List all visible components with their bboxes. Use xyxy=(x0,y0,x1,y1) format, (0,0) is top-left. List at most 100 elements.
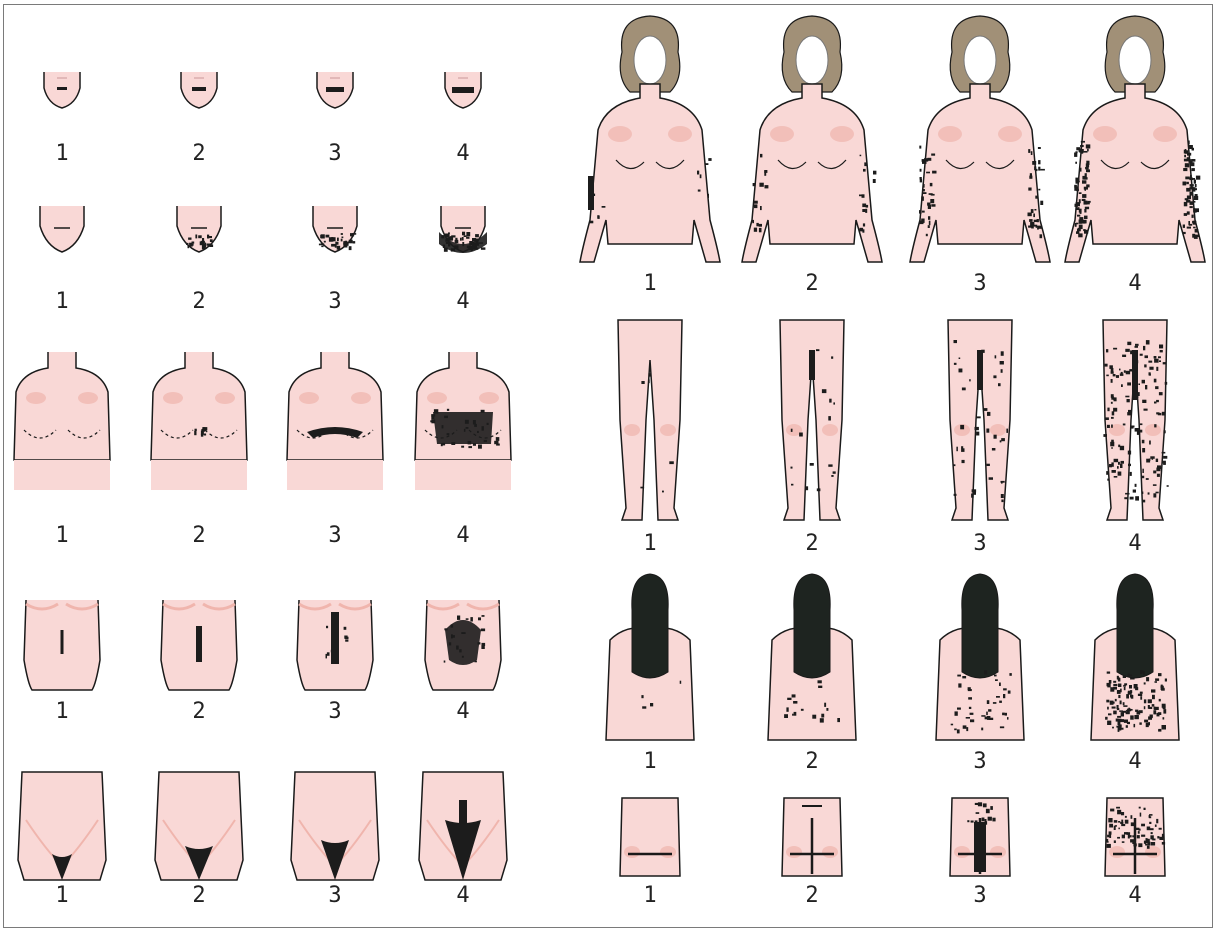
hair-mark xyxy=(1155,678,1159,681)
hair-mark xyxy=(759,228,762,232)
hair-mark xyxy=(926,234,928,236)
hair-mark xyxy=(986,429,989,433)
hair-mark xyxy=(786,707,788,711)
hair-mark xyxy=(1105,717,1108,720)
hair-mark xyxy=(995,355,997,358)
hair-mark xyxy=(473,443,476,446)
hair-mark xyxy=(810,463,814,466)
hair-mark xyxy=(1128,835,1130,839)
hair-mark xyxy=(953,464,956,466)
hair-mark xyxy=(698,190,701,192)
hair-mark xyxy=(1128,451,1131,455)
upper-abdomen-panel-1: 1 xyxy=(24,600,100,724)
hair-mark xyxy=(1119,369,1121,371)
hair-mark xyxy=(1156,367,1158,371)
hair-mark xyxy=(1107,841,1109,843)
hair-mark xyxy=(864,162,866,166)
upper-back-panel-4: 4 xyxy=(1091,574,1179,774)
hair-mark xyxy=(1117,466,1119,469)
hair-mark xyxy=(1127,399,1130,402)
hair-mark xyxy=(1193,227,1196,229)
hair-mark xyxy=(863,223,865,226)
hair-mark xyxy=(1123,675,1126,678)
hair-mark xyxy=(1120,701,1122,705)
hair-mark xyxy=(791,467,793,469)
hair-mark xyxy=(1117,708,1119,710)
hair-mark xyxy=(1111,396,1114,400)
hair-mark xyxy=(923,189,925,191)
grade-label: 4 xyxy=(456,141,469,166)
lower-back-panel-2: 2 xyxy=(782,798,842,908)
hair-mark xyxy=(1079,168,1082,172)
hair-mark xyxy=(482,643,486,646)
hair-mark xyxy=(1153,471,1156,474)
hair-mark xyxy=(450,237,454,240)
hair-mark xyxy=(1038,160,1040,164)
hair-mark xyxy=(1152,704,1155,707)
hair-mark xyxy=(1080,145,1084,147)
hair-mark xyxy=(1118,472,1122,476)
hair-mark xyxy=(957,729,960,733)
hair-mark xyxy=(922,211,925,213)
grade-label: 2 xyxy=(805,531,818,556)
hair-mark xyxy=(1123,705,1127,707)
hair-mark xyxy=(210,239,213,242)
hair-mark xyxy=(1148,492,1150,494)
hair-mark xyxy=(1036,226,1040,228)
hair-mark xyxy=(477,431,479,433)
hair-mark xyxy=(1192,215,1194,218)
hair-mark xyxy=(1128,464,1131,466)
hair-mark xyxy=(1140,692,1143,694)
hair-mark xyxy=(208,236,212,238)
hair-mark xyxy=(327,652,330,656)
hair-mark xyxy=(1125,493,1129,495)
hair-mark xyxy=(1165,679,1167,682)
hair-mark xyxy=(1151,832,1153,834)
hair-mark xyxy=(959,369,963,373)
hair-mark xyxy=(1121,812,1124,815)
skin-shading xyxy=(1153,126,1177,142)
hair-mark xyxy=(1109,831,1112,834)
hair-mark xyxy=(1116,375,1119,378)
hair-mark xyxy=(466,237,469,239)
hair-mark xyxy=(1136,828,1140,830)
hair-mark xyxy=(1138,384,1140,386)
hair-mark xyxy=(1146,340,1150,344)
hair-mark xyxy=(1111,402,1113,404)
hair-mark xyxy=(1153,710,1156,714)
hair-mark xyxy=(478,445,482,449)
hair-mark xyxy=(1187,153,1191,156)
hair-mark xyxy=(482,615,485,617)
hair-mark xyxy=(1144,409,1148,411)
hair-mark xyxy=(482,426,484,430)
hair-mark xyxy=(759,224,762,227)
hair-mark xyxy=(1191,162,1195,166)
hair-mark xyxy=(1194,236,1198,239)
hair-mark xyxy=(863,169,866,172)
hair-mark xyxy=(994,675,997,677)
skin-shading xyxy=(351,392,371,404)
hair-mark xyxy=(1144,682,1146,684)
hair-mark xyxy=(1106,700,1109,703)
hair-mark xyxy=(1121,820,1123,823)
hair-mark xyxy=(987,412,990,416)
hair-mark xyxy=(1154,424,1156,427)
hair-mark xyxy=(640,487,644,489)
hair-mark xyxy=(1078,228,1081,232)
hair-mark xyxy=(1130,472,1132,476)
hair-mark xyxy=(984,408,988,411)
hair-mark xyxy=(697,171,699,175)
upper-back-panel-2: 2 xyxy=(768,574,856,774)
hair-mark xyxy=(337,246,341,250)
grade-label: 2 xyxy=(192,883,205,908)
hair-mark xyxy=(474,661,477,663)
hair-mark xyxy=(461,632,465,634)
hair-mark xyxy=(931,204,935,207)
hair-mark xyxy=(1159,392,1163,395)
skin-shading xyxy=(1109,846,1125,858)
hair-mark xyxy=(341,239,343,242)
hair-mark xyxy=(921,196,924,200)
hair-mark xyxy=(1113,408,1117,412)
hair-mark xyxy=(986,712,988,716)
hair-mark xyxy=(801,709,804,711)
